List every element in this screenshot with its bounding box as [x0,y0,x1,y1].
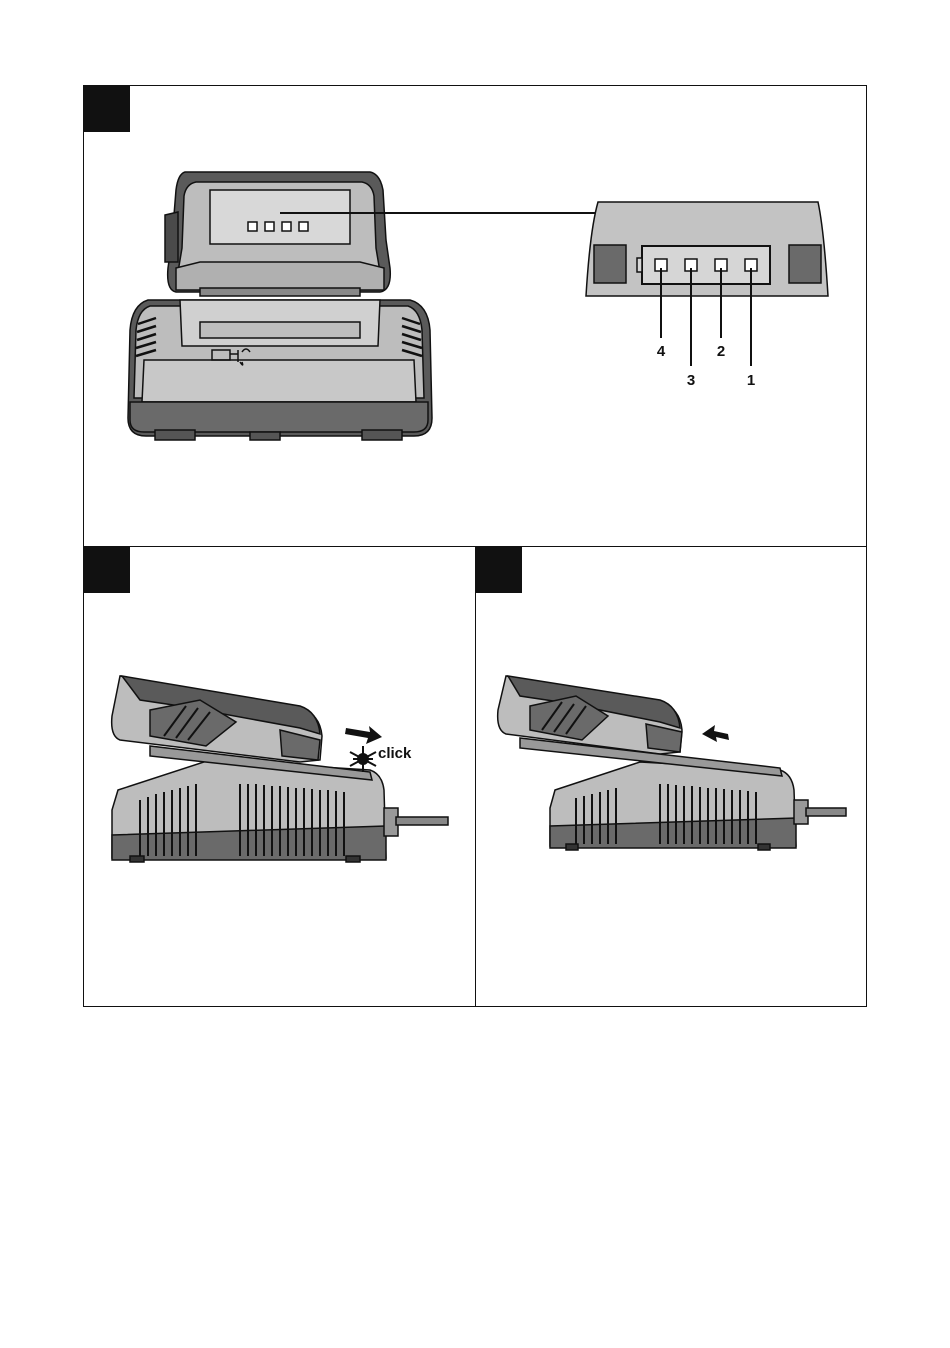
remove-arrow-left [702,725,729,742]
callout-number-2: 2 [717,343,725,360]
charger-side-view-remove [498,676,846,850]
callout-number-3: 3 [687,372,695,389]
insert-arrow-right [345,726,382,744]
indicator-detail [586,202,828,296]
click-burst-icon [350,746,376,772]
click-label: click [378,745,412,762]
callout-number-4: 4 [657,343,666,360]
charger-side-view-insert [112,676,448,862]
callout-number-1: 1 [747,372,755,389]
